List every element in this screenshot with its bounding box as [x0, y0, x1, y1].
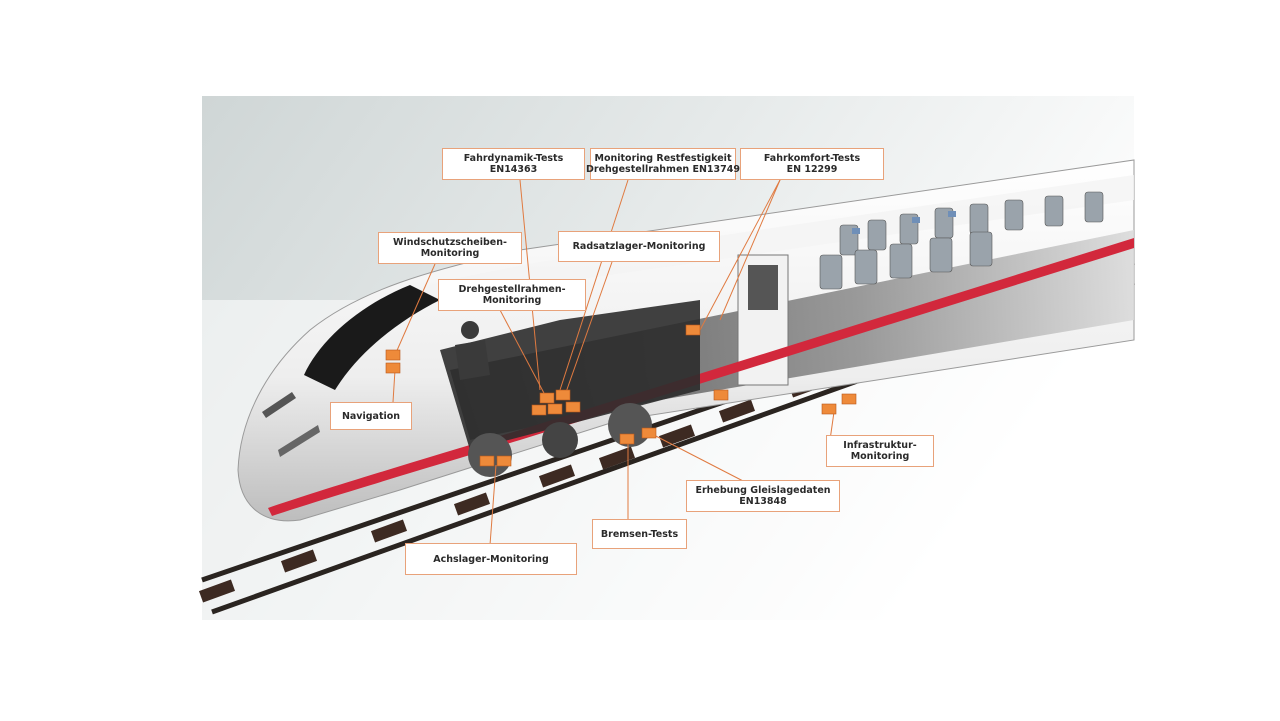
callout-monitoring-restfestigkeit: Monitoring Restfestigkeit Drehgestellrah… [586, 148, 740, 180]
callout-fahrdynamik-line2: EN14363 [489, 164, 538, 175]
callout-erhebung-line2: EN13848 [739, 496, 787, 507]
callout-achslager-monitoring: Achslager-Monitoring [405, 543, 577, 575]
callout-fahrdynamik-line1: Fahrdynamik-Tests [463, 153, 564, 164]
callout-drehgestell-line2: Monitoring [482, 295, 542, 306]
callout-monitoring-restfestigkeit-line2: Drehgestellrahmen EN13749 [586, 164, 740, 175]
callout-bremsen-tests: Bremsen-Tests [592, 519, 687, 549]
callout-bremsen-line1: Bremsen-Tests [600, 528, 679, 540]
callout-navigation: Navigation [330, 402, 412, 430]
callout-infrastruktur-line1: Infrastruktur- [843, 440, 917, 451]
callout-fahrkomfort-line2: EN 12299 [786, 164, 838, 175]
callout-drehgestell-line1: Drehgestellrahmen- [458, 284, 566, 295]
sensor-markers [385, 324, 857, 467]
callout-fahrdynamik-tests: Fahrdynamik-Tests EN14363 [442, 148, 585, 180]
leader-lines [392, 179, 836, 546]
callout-drehgestellrahmen-monitoring: Drehgestellrahmen- Monitoring [438, 279, 586, 311]
callout-erhebung-line1: Erhebung Gleislagedaten [695, 485, 831, 496]
callout-radsatzlager-monitoring: Radsatzlager-Monitoring [558, 231, 720, 262]
callout-infrastruktur-line2: Monitoring [850, 451, 910, 462]
windshield [304, 285, 440, 390]
callout-erhebung-gleislagedaten: Erhebung Gleislagedaten EN13848 [686, 480, 840, 512]
callout-monitoring-restfestigkeit-line1: Monitoring Restfestigkeit [594, 153, 732, 164]
train-body [237, 159, 1135, 522]
callout-windschutzscheiben-monitoring: Windschutzscheiben- Monitoring [378, 232, 522, 264]
callout-radsatzlager-line1: Radsatzlager-Monitoring [572, 241, 706, 252]
callout-windschutz-line1: Windschutzscheiben- [393, 237, 507, 248]
callout-infrastruktur-monitoring: Infrastruktur- Monitoring [826, 435, 934, 467]
callout-achslager-line1: Achslager-Monitoring [433, 553, 549, 565]
callout-windschutz-line2: Monitoring [420, 248, 480, 259]
callout-navigation-line1: Navigation [341, 410, 401, 422]
callout-fahrkomfort-tests: Fahrkomfort-Tests EN 12299 [740, 148, 884, 180]
callout-fahrkomfort-line1: Fahrkomfort-Tests [763, 153, 861, 164]
